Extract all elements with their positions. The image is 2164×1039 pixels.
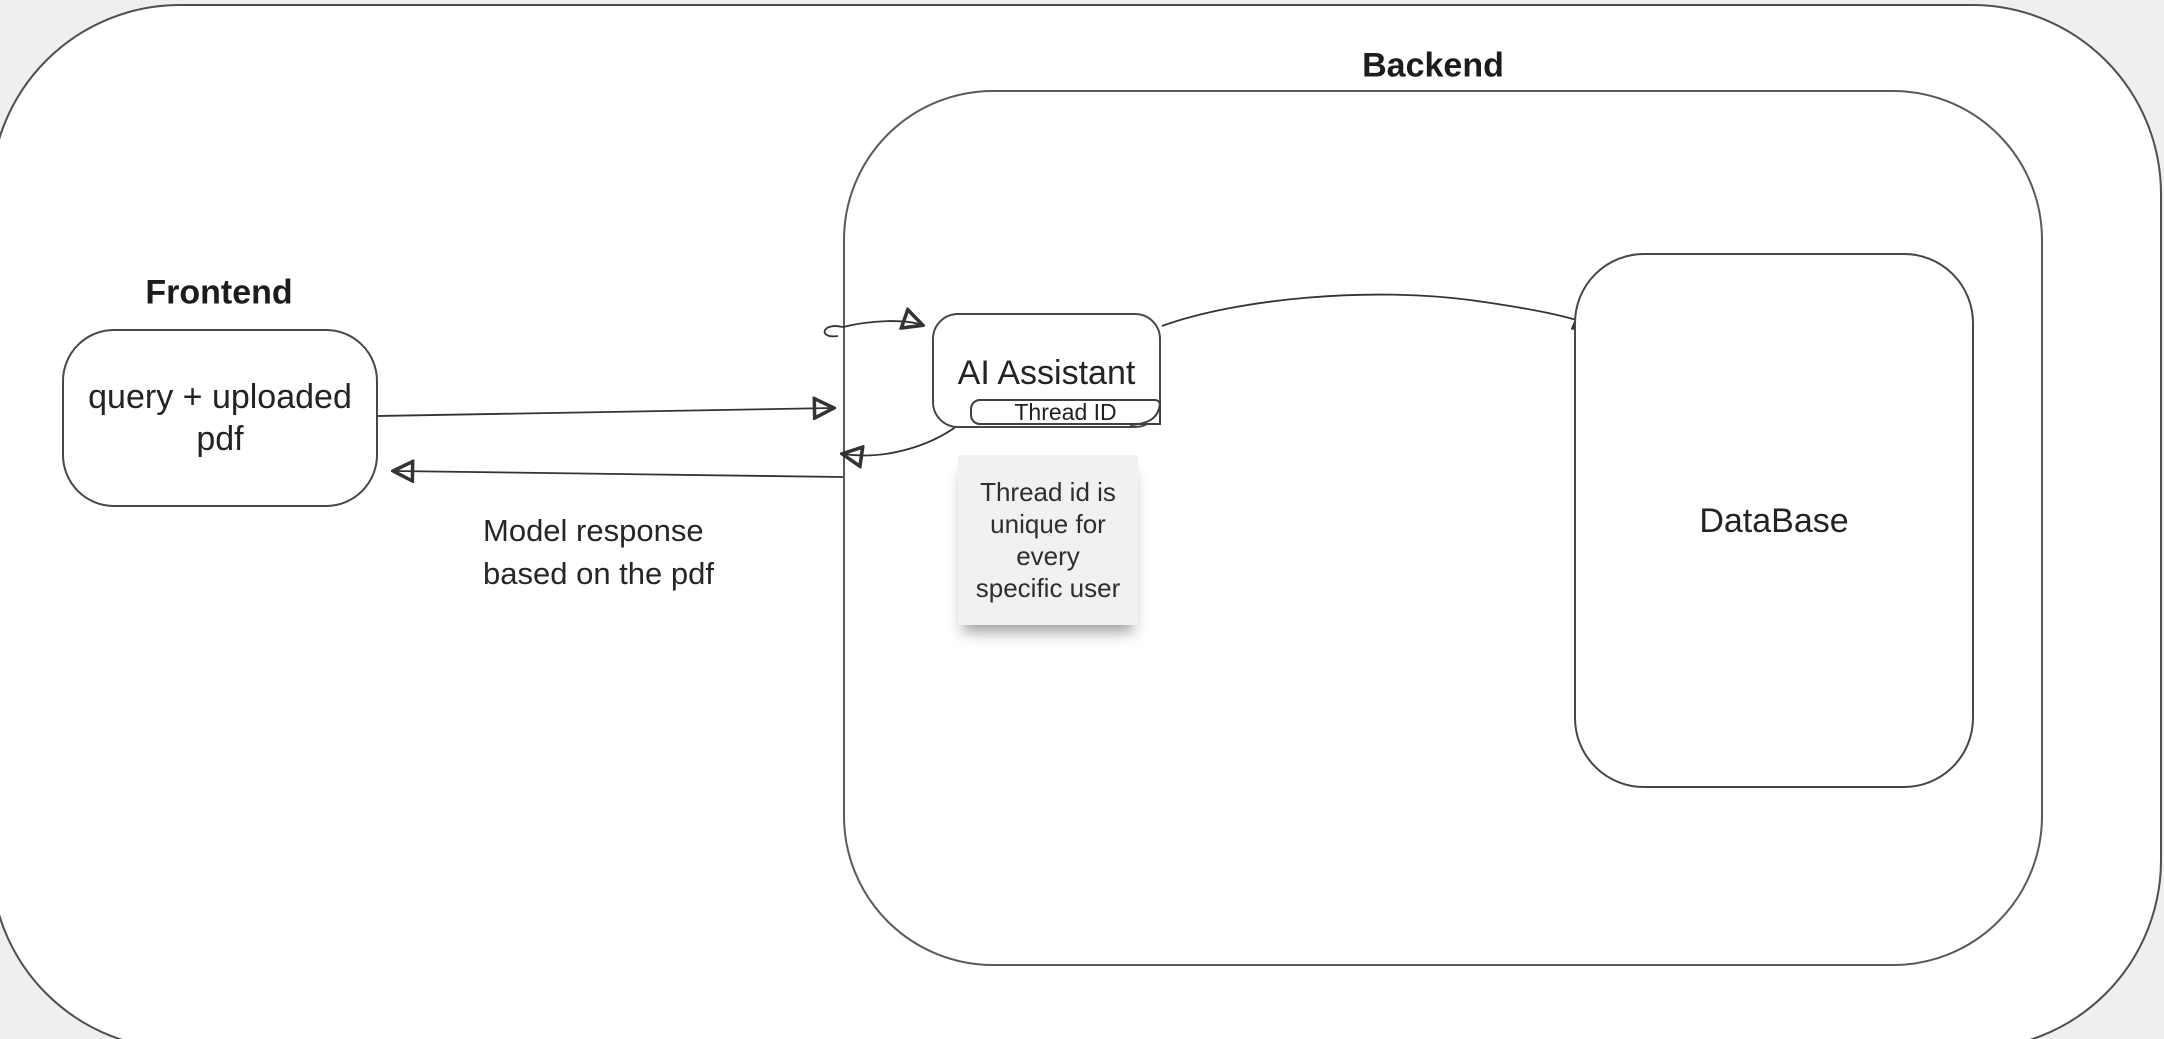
thread-id-note: Thread id is unique for every specific u… [958, 455, 1138, 625]
database-label: DataBase [1699, 501, 1849, 540]
note-line-3: every [1016, 541, 1080, 571]
backend-group-title: Backend [1362, 46, 1504, 85]
node-query-uploaded-pdf: query + uploaded pdf [62, 329, 378, 507]
model-response-line1: Model response [483, 513, 704, 548]
query-box-label-line1: query + uploaded [88, 378, 352, 416]
model-response-annotation: Model response based on the pdf [483, 509, 714, 595]
note-line-2: unique for [990, 509, 1106, 539]
frontend-group-title: Frontend [145, 273, 293, 312]
node-thread-id: Thread ID [970, 399, 1161, 425]
note-line-4: specific user [975, 573, 1121, 603]
note-line-1: Thread id is [980, 477, 1116, 507]
query-box-label-line2: pdf [196, 420, 244, 458]
ai-assistant-label: AI Assistant [957, 354, 1136, 392]
backend-group-frame [843, 90, 2043, 966]
model-response-line2: based on the pdf [483, 556, 714, 591]
thread-id-label: Thread ID [1014, 398, 1117, 425]
node-database: DataBase [1574, 253, 1974, 788]
